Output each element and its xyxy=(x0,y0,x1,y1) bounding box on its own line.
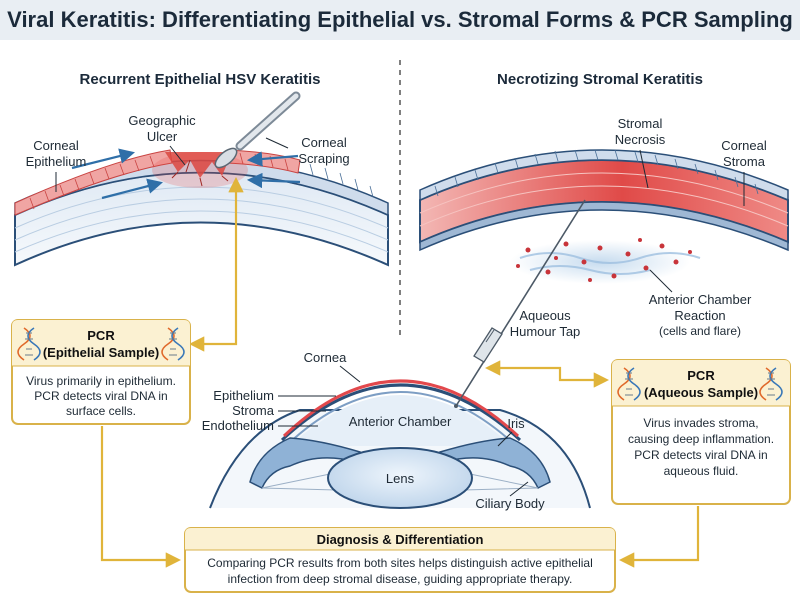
label-corneal-epithelium-1: Corneal xyxy=(33,138,79,153)
label-cornea: Cornea xyxy=(304,350,347,365)
left-panel-heading: Recurrent Epithelial HSV Keratitis xyxy=(80,71,321,88)
label-ciliary-body: Ciliary Body xyxy=(475,496,545,511)
label-ac-reaction-2: Reaction xyxy=(674,308,725,323)
leader-ac-reaction xyxy=(649,269,673,293)
label-anterior-chamber: Anterior Chamber xyxy=(349,414,452,429)
label-corneal-scraping-1: Corneal xyxy=(301,135,347,150)
label-corneal-stroma-1: Corneal xyxy=(721,138,767,153)
corneal-scraper xyxy=(214,91,301,169)
connector-arrows xyxy=(100,176,700,568)
label-lens: Lens xyxy=(386,471,415,486)
dna-icon xyxy=(17,327,41,361)
label-stromal-necrosis-2: Necrosis xyxy=(615,132,666,147)
pcr-epithelial-body-2: PCR detects viral DNA in xyxy=(34,389,167,403)
diagnosis-body-1: Comparing PCR results from both sites he… xyxy=(207,556,593,570)
label-endothelium: Endothelium xyxy=(202,418,274,433)
label-aqueous-tap-1: Aqueous xyxy=(519,308,571,323)
label-geographic-ulcer-2: Ulcer xyxy=(147,129,178,144)
pcr-aqueous-body-3: PCR detects viral DNA in xyxy=(634,448,767,462)
label-aqueous-tap-2: Humour Tap xyxy=(510,324,581,339)
leader-corneal-scraping xyxy=(265,137,289,149)
diagnosis-body-2: infection from deep stromal disease, gui… xyxy=(228,572,573,586)
pcr-epithelial-title-2: (Epithelial Sample) xyxy=(43,345,159,360)
pcr-aqueous-box: PCR (Aqueous Sample) Virus invades strom… xyxy=(611,359,791,505)
leader-geographic-ulcer xyxy=(169,145,186,166)
label-corneal-stroma-2: Stroma xyxy=(723,154,766,169)
label-geographic-ulcer-1: Geographic xyxy=(128,113,196,128)
label-stroma: Stroma xyxy=(232,403,275,418)
diagnosis-title: Diagnosis & Differentiation xyxy=(317,532,484,547)
dna-icon xyxy=(161,327,185,361)
label-ac-reaction-3: (cells and flare) xyxy=(659,324,741,338)
label-corneal-scraping-2: Scraping xyxy=(298,151,349,166)
leader-stromal-necrosis xyxy=(639,149,649,189)
label-iris: Iris xyxy=(507,416,525,431)
label-epithelium: Epithelium xyxy=(213,388,274,403)
pcr-aqueous-body-4: aqueous fluid. xyxy=(664,464,739,478)
stromal-cornea-illustration xyxy=(419,149,789,284)
dna-icon xyxy=(617,367,641,401)
dna-icon xyxy=(759,367,783,401)
pcr-aqueous-body-1: Virus invades stroma, xyxy=(643,416,758,430)
label-ac-reaction-1: Anterior Chamber xyxy=(649,292,752,307)
diagnosis-box: Diagnosis & Differentiation Comparing PC… xyxy=(184,527,616,593)
pcr-epithelial-title-1: PCR xyxy=(87,328,115,343)
pcr-aqueous-body-2: causing deep inflammation. xyxy=(628,432,774,446)
label-corneal-epithelium-2: Epithelium xyxy=(26,154,87,169)
pcr-epithelial-box: PCR (Epithelial Sample) Virus primarily … xyxy=(11,319,191,425)
pcr-epithelial-body-3: surface cells. xyxy=(66,404,136,418)
leader-ciliary-body xyxy=(509,481,529,497)
eye-cross-section xyxy=(209,379,591,509)
pcr-epithelial-body-1: Virus primarily in epithelium. xyxy=(26,374,176,388)
leader-cornea xyxy=(339,365,361,383)
page-title: Viral Keratitis: Differentiating Epithel… xyxy=(7,7,793,32)
pcr-aqueous-title-2: (Aqueous Sample) xyxy=(644,385,758,400)
pcr-aqueous-title-1: PCR xyxy=(687,368,715,383)
aqueous-tap-needle xyxy=(454,199,586,408)
leader-iris xyxy=(497,431,513,447)
right-panel-heading: Necrotizing Stromal Keratitis xyxy=(497,71,703,88)
title-bar xyxy=(0,0,800,40)
label-stromal-necrosis-1: Stromal xyxy=(618,116,663,131)
